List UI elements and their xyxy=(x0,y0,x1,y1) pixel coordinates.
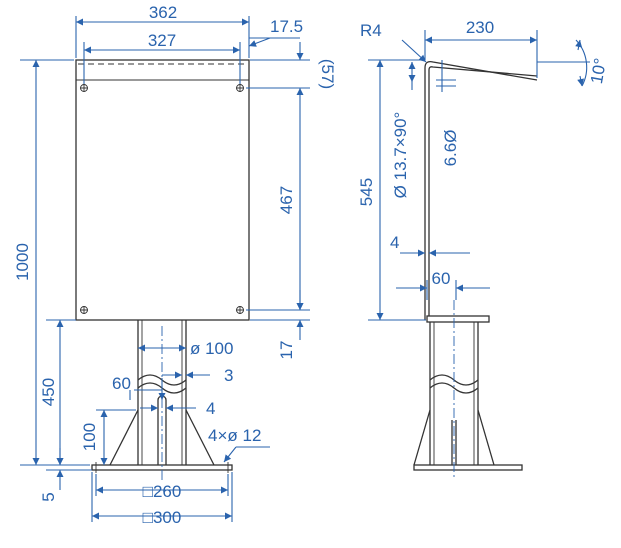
dim-hole-spacing: 467 xyxy=(277,186,296,214)
dim-bend-radius: R4 xyxy=(360,21,382,40)
side-plate-inner xyxy=(428,66,538,320)
dim-slot-width: 60 xyxy=(112,374,131,393)
side-pipe xyxy=(429,320,479,465)
dim-tilt-angle: 10° xyxy=(587,57,610,86)
panel-outline xyxy=(75,59,250,321)
panel-hole xyxy=(80,84,88,92)
dim-plate-height: 545 xyxy=(357,178,376,206)
dim-base-square: □300 xyxy=(143,508,182,527)
dim-offset-60: 60 xyxy=(432,269,451,288)
panel-hole xyxy=(236,84,244,92)
dim-base-hole-square: □260 xyxy=(143,482,182,501)
dim-edge-offset: 17.5 xyxy=(270,17,303,36)
dim-bottom-offset: 17 xyxy=(277,341,296,360)
side-view: R4 230 10° Ø 13.7×90° 6.6Ø 545 4 60 xyxy=(357,18,610,480)
panel-hole xyxy=(80,306,88,314)
rib-right xyxy=(185,409,215,466)
dim-width-outer: 362 xyxy=(149,3,177,22)
dim-base-holes: 4×ø 12 xyxy=(208,426,261,445)
dim-hole-diameter: 6.6Ø xyxy=(441,130,460,167)
dim-total-height: 1000 xyxy=(13,243,32,281)
dim-stand-height: 450 xyxy=(39,378,58,406)
dim-plate-thickness: 4 xyxy=(390,233,399,252)
side-rib-right xyxy=(477,409,495,466)
dim-slot-spec: Ø 13.7×90° xyxy=(391,112,410,199)
side-flange xyxy=(426,315,490,323)
dim-pipe-diameter: ø 100 xyxy=(190,339,233,358)
dim-rib-height: 100 xyxy=(80,423,99,451)
dim-base-thickness: 5 xyxy=(39,492,58,501)
pipe xyxy=(137,320,187,465)
dim-slot-gap: 4 xyxy=(206,399,215,418)
side-plate-outer xyxy=(424,60,538,320)
front-view: 362 327 17.5 (57) 467 1000 17 ø 100 3 60… xyxy=(13,3,337,527)
side-base-plate xyxy=(413,464,523,471)
dim-top-length: 230 xyxy=(466,18,494,37)
panel-hole xyxy=(236,306,244,314)
side-rib-left xyxy=(413,409,431,466)
dim-top-band: (57) xyxy=(318,59,337,89)
rib-left xyxy=(109,409,139,466)
dim-pipe-wall: 3 xyxy=(224,366,233,385)
dim-width-holes: 327 xyxy=(148,31,176,50)
